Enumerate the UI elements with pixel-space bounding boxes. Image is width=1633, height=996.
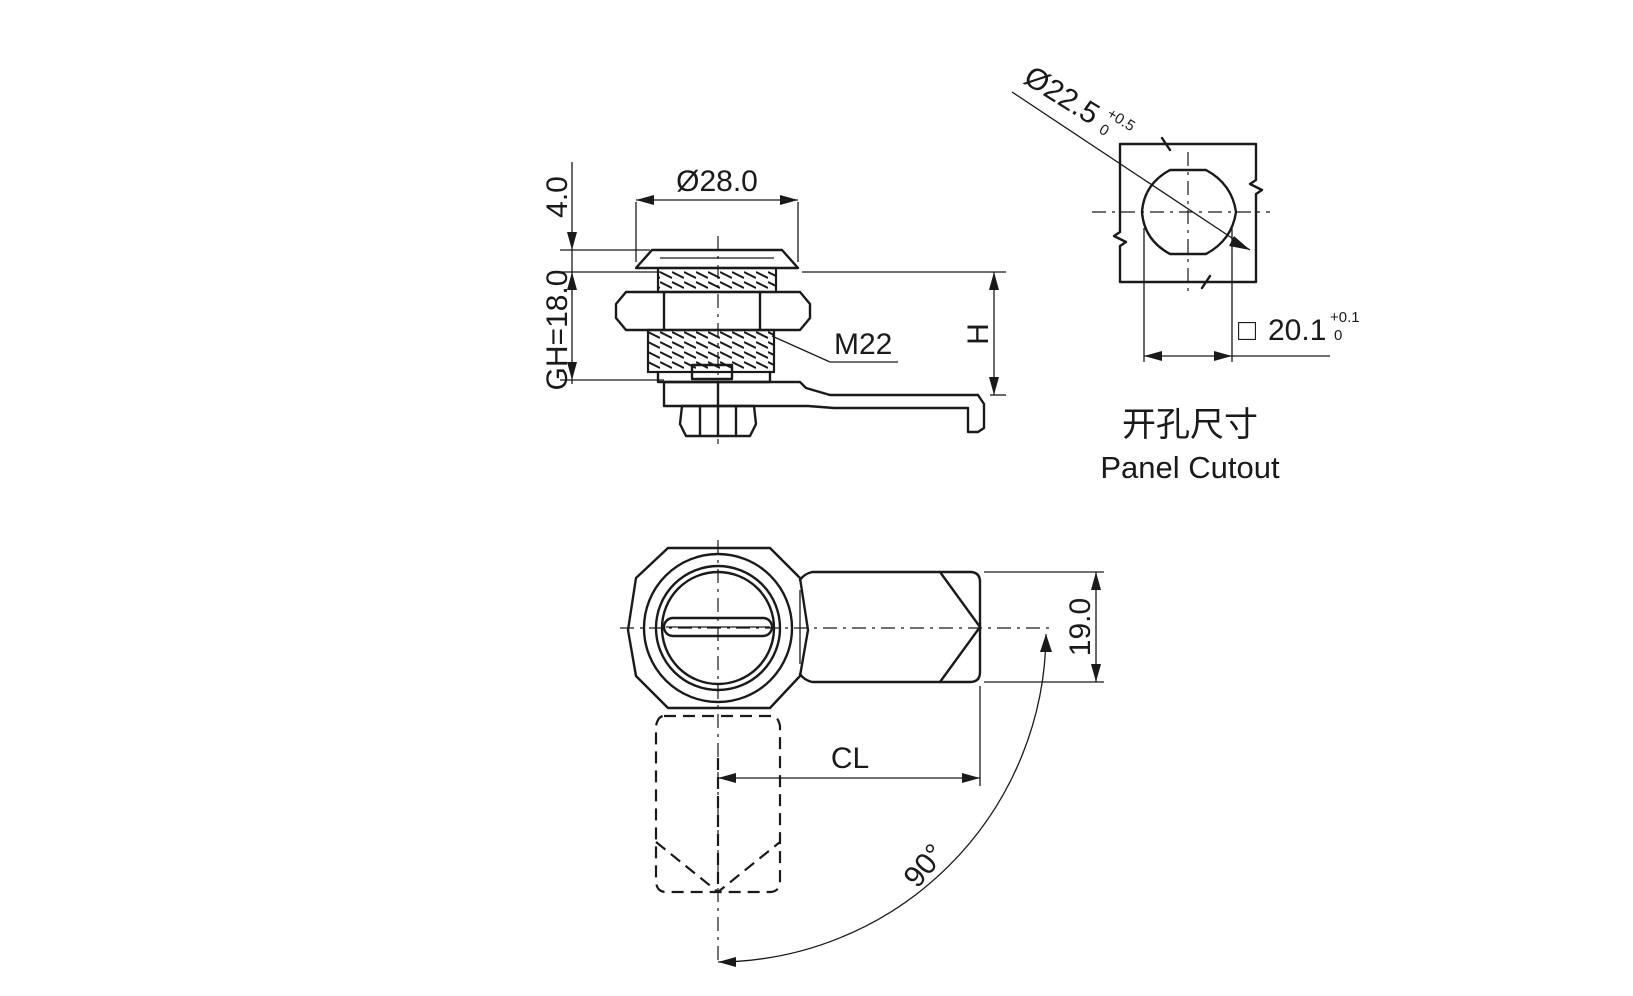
panel-cutout-view: Ø22.5 +0.5 0 □ 20.1 +0.1 0 开孔尺寸 Panel Cu… (1011, 60, 1360, 485)
dim-cam-length: CL (831, 742, 869, 775)
dim-head-height: 4.0 (541, 176, 574, 218)
dim-cam-width: 19.0 (1064, 598, 1097, 656)
hex-nut (614, 290, 812, 332)
side-view: Ø28.0 4.0 GH=18.0 M22 H (541, 162, 1006, 444)
dim-grip-height: GH=18.0 (541, 270, 574, 391)
dim-cutout-diameter-tol-upper: +0.5 (1104, 105, 1138, 135)
cam-arm-rotated (654, 714, 782, 894)
dim-cutout-diameter-tol-lower: 0 (1096, 121, 1112, 140)
dim-head-diameter: Ø28.0 (676, 165, 758, 198)
dim-square-tol-upper: +0.1 (1330, 309, 1360, 326)
dim-rotation: 90° (897, 838, 951, 894)
front-view: 19.0 CL 90° (620, 540, 1104, 967)
lock-head (634, 248, 800, 270)
caption-en: Panel Cutout (1100, 450, 1280, 485)
dim-cutout-square: 20.1 (1268, 314, 1326, 347)
dim-square-tol-lower: 0 (1334, 327, 1342, 344)
cam-plate (662, 380, 986, 434)
dim-square-symbol: □ (1238, 314, 1257, 347)
caption-cn: 开孔尺寸 (1122, 405, 1258, 445)
upper-thread (656, 266, 778, 294)
dim-thread: M22 (834, 328, 892, 361)
hex-body (626, 546, 810, 710)
dim-cutout-diameter: Ø22.5 (1018, 60, 1105, 131)
panel-outline (1112, 136, 1264, 290)
rotation-arc (717, 633, 1047, 963)
bottom-nut (678, 404, 758, 438)
cutout-shape (1140, 168, 1238, 256)
dim-h: H (962, 323, 995, 345)
